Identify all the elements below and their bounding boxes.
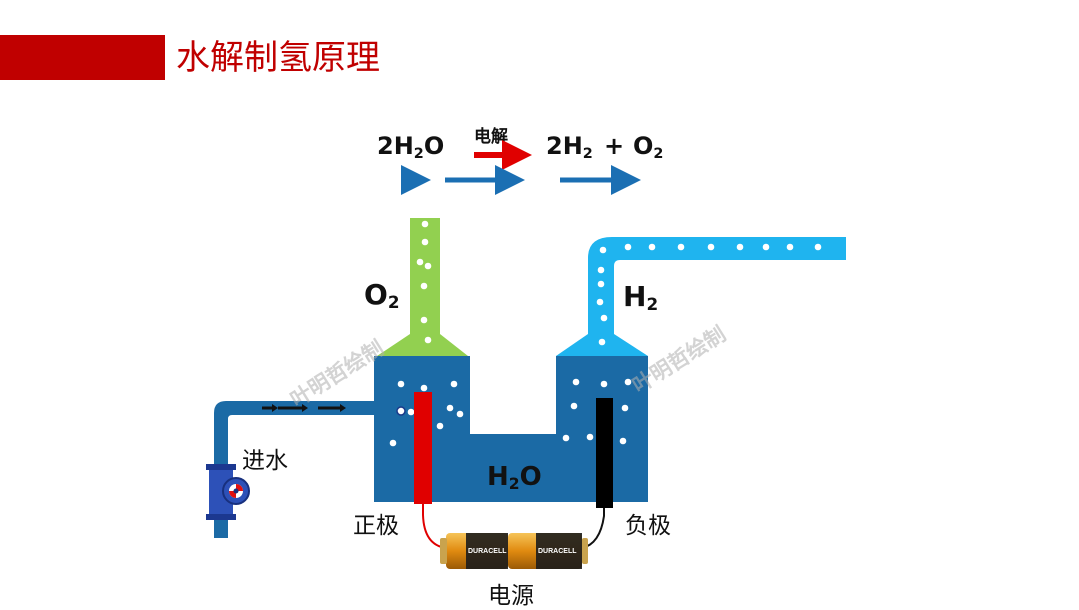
inlet-pipe xyxy=(214,401,406,538)
tank-bubbles xyxy=(389,378,632,447)
title-accent-bar xyxy=(0,35,165,80)
battery-pack: DURACELL DURACELL xyxy=(440,533,588,569)
electrolysis-tank xyxy=(374,356,648,502)
inlet-label: 进水 xyxy=(242,448,288,474)
equation-product-h2: 2H2 xyxy=(546,132,593,162)
battery-brand-2: DURACELL xyxy=(538,548,577,555)
cathode-electrode xyxy=(596,398,613,508)
oxygen-pipe xyxy=(377,218,468,356)
equation-reactant: 2H2O xyxy=(377,132,445,162)
equation-product-o2: O2 xyxy=(633,132,664,162)
hydrogen-pipe xyxy=(556,237,846,356)
equation-arrow-label: 电解 xyxy=(474,127,508,147)
slide-title: 水解制氢原理 xyxy=(176,38,380,78)
cathode-label: 负极 xyxy=(625,513,671,539)
hydrogen-label: H2 xyxy=(623,280,659,314)
battery-brand-1: DURACELL xyxy=(468,548,507,555)
equation-plus: + xyxy=(604,132,625,160)
oxygen-label: O2 xyxy=(364,278,400,312)
water-pump xyxy=(206,464,250,520)
water-label: H2O xyxy=(487,462,542,493)
anode-electrode xyxy=(414,392,432,504)
anode-label: 正极 xyxy=(353,513,399,539)
